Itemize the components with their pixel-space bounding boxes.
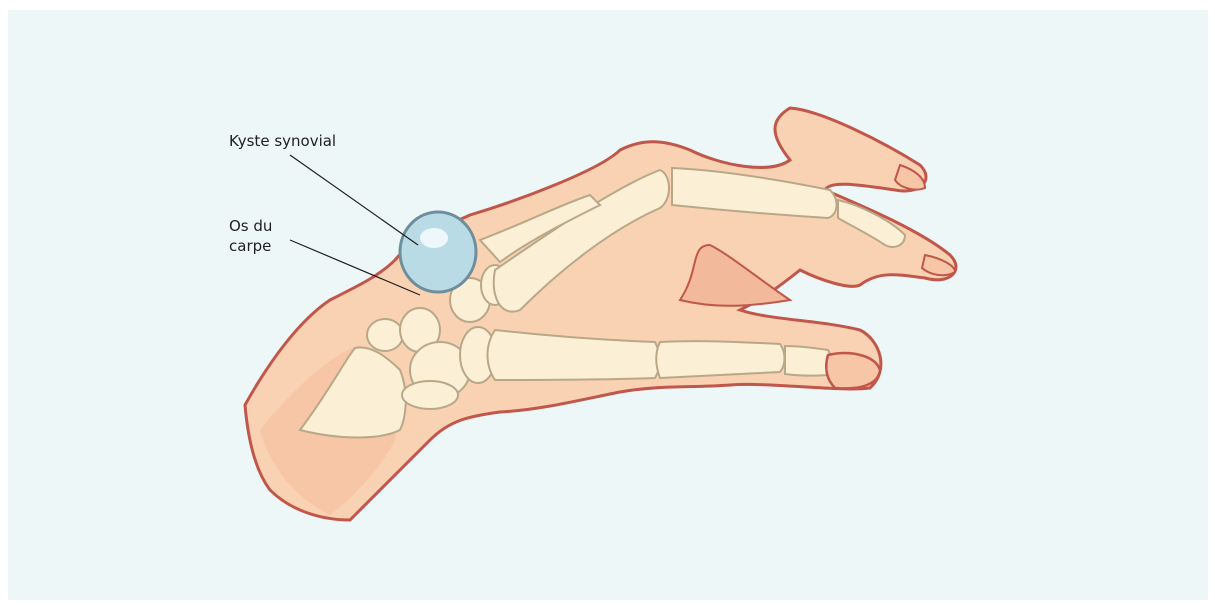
cyst-highlight [420, 228, 448, 248]
phalanx-bone [785, 346, 832, 376]
carpal-bone-label-line1: Os du [229, 216, 272, 236]
synovial-cyst [400, 212, 476, 292]
carpal-bone-label-line2: carpe [229, 236, 272, 256]
carpal-bone [402, 381, 458, 409]
carpal-bone [367, 319, 403, 351]
cyst-leader-line [290, 155, 418, 245]
cyst-label: Kyste synovial [229, 131, 336, 151]
carpal-bone-label: Os du carpe [229, 216, 272, 256]
thumb-nail [826, 353, 880, 388]
phalanx-bone [656, 341, 784, 378]
